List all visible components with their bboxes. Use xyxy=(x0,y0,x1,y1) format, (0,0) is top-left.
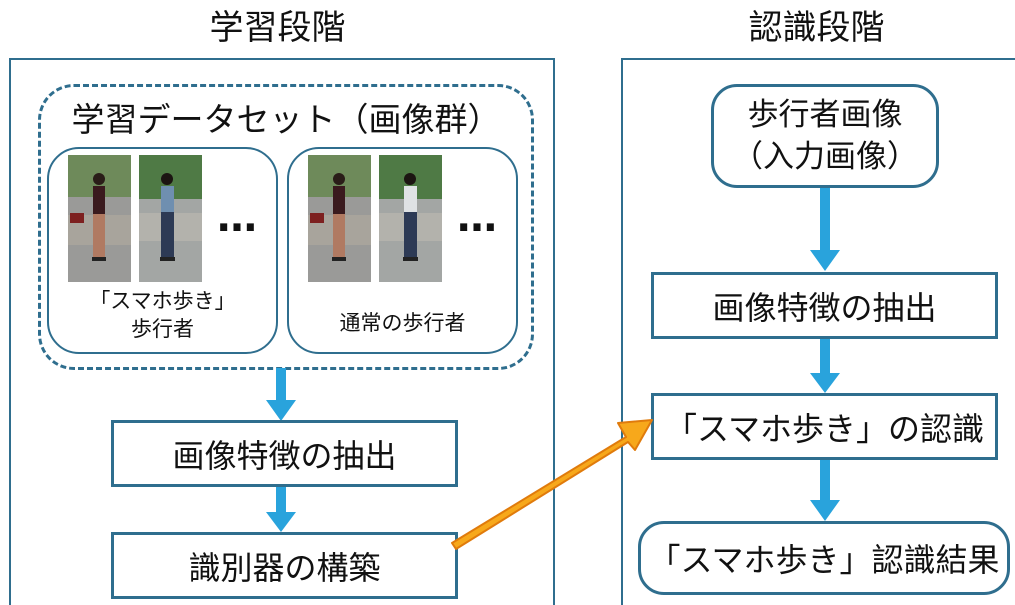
more-images-ellipsis: … xyxy=(457,195,499,241)
learning-stage-title: 学習段階 xyxy=(209,8,346,48)
down-arrow xyxy=(810,188,840,271)
down-arrow xyxy=(266,487,296,532)
normal-pedestrian-caption: 通常の歩行者 xyxy=(339,311,466,335)
recognition-stage-panel xyxy=(621,58,1015,605)
caption-line: 歩行者 xyxy=(131,317,194,341)
input-image-box: 歩行者画像 （入力画像） xyxy=(711,84,939,188)
input-image-line: 歩行者画像 xyxy=(747,97,903,133)
caption-line: 「スマホ歩き」 xyxy=(89,289,236,313)
recognition-feature-extraction-box: 画像特徴の抽出 xyxy=(651,272,998,339)
down-arrow xyxy=(266,368,296,421)
learning-feature-extraction-box: 画像特徴の抽出 xyxy=(111,420,458,487)
pedestrian-photo xyxy=(68,155,131,282)
recognition-result-box: 「スマホ歩き」認識結果 xyxy=(638,521,1010,595)
smartphone-walking-caption: 「スマホ歩き」 歩行者 xyxy=(49,287,276,343)
down-arrow xyxy=(810,460,840,521)
pedestrian-photo xyxy=(379,155,442,282)
smartphone-walking-recognition-box: 「スマホ歩き」の認識 xyxy=(651,393,998,460)
down-arrow xyxy=(810,339,840,393)
pedestrian-photo xyxy=(308,155,371,282)
training-dataset-title: 学習データセット（画像群） xyxy=(71,100,501,139)
classifier-build-box: 識別器の構築 xyxy=(111,532,458,599)
input-image-line: （入力画像） xyxy=(732,139,918,175)
learning-stage-panel xyxy=(9,58,555,605)
recognition-stage-title: 認識段階 xyxy=(748,8,885,48)
more-images-ellipsis: … xyxy=(217,195,259,241)
pedestrian-photo xyxy=(139,155,202,282)
